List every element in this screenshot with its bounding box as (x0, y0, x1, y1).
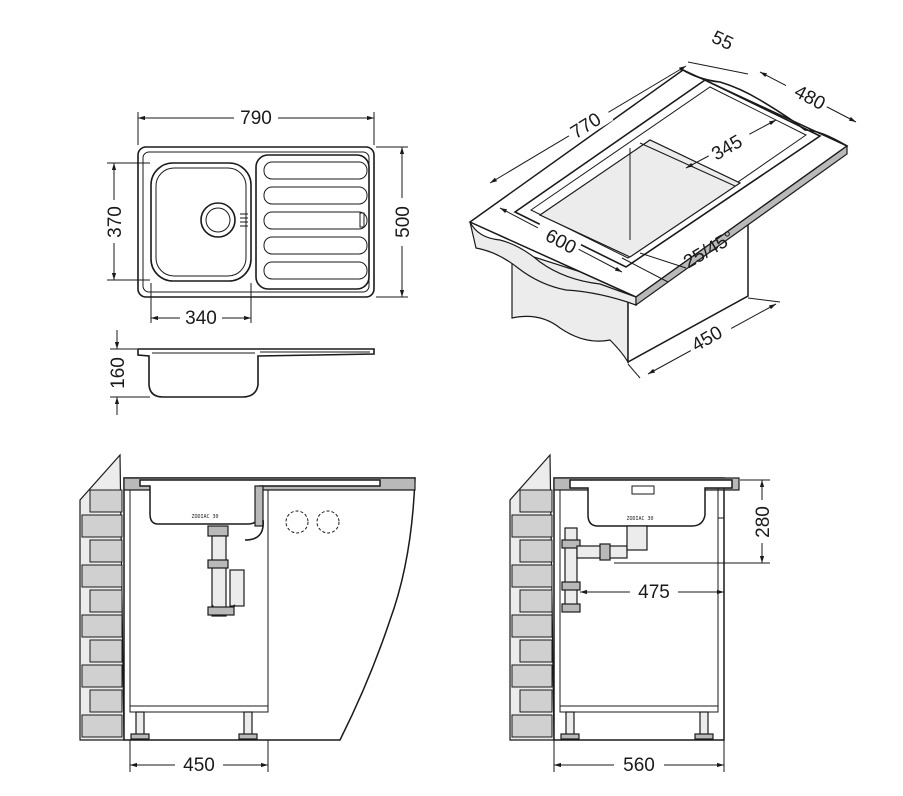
dim-790: 790 (240, 108, 272, 129)
dim-340: 340 (185, 308, 217, 329)
dim-55: 55 (708, 27, 736, 55)
svg-text:ZODIAC 30: ZODIAC 30 (191, 514, 218, 520)
drainboard-ribs (263, 161, 368, 280)
brick-wall (81, 489, 123, 738)
drainboard (255, 154, 370, 290)
sink-outline (137, 146, 375, 298)
side-view: 160 (108, 330, 375, 415)
side-profile (137, 348, 375, 398)
side-install-view: ZODIAC 30 280 475 560 (509, 453, 774, 776)
side-sink (569, 479, 733, 527)
dim-450-front: 450 (183, 755, 215, 776)
cabinet-front (123, 477, 416, 741)
dim-370: 370 (105, 206, 126, 238)
sink-bowl (150, 162, 252, 282)
svg-text:ZODIAC 30: ZODIAC 30 (626, 516, 653, 522)
dim-160: 160 (108, 357, 129, 389)
brick-wall-side (511, 489, 553, 738)
top-view: 790 370 500 340 (105, 108, 414, 329)
drain-hole (200, 202, 236, 238)
dim-500: 500 (393, 206, 414, 238)
dim-280: 280 (753, 506, 774, 538)
dim-560: 560 (623, 755, 655, 776)
front-install-view: ZODIAC 30 450 (79, 453, 416, 776)
dim-475: 475 (638, 582, 670, 603)
isometric-view: 55 480 770 345 600 25/45° 450 (468, 27, 857, 379)
